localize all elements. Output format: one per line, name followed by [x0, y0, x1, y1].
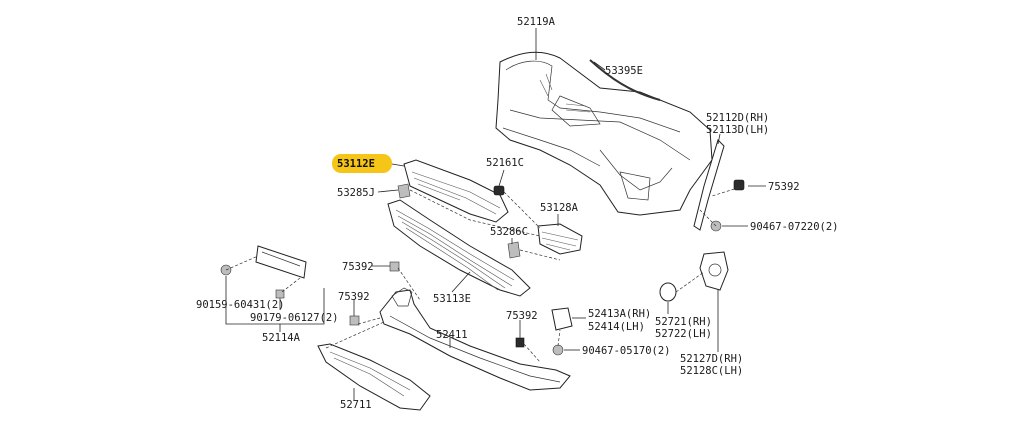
retainer-53286C[interactable]: [507, 241, 521, 259]
fog-bracket-52127D[interactable]: [699, 251, 729, 291]
retainer-53285J[interactable]: [397, 183, 411, 199]
label-52711: 52711: [340, 399, 372, 411]
label-53395E: 53395E: [605, 65, 643, 77]
label-90159: 90159-60431(2): [196, 299, 285, 311]
clip-75392-grille[interactable]: [389, 261, 400, 272]
label-52127D: 52127D(RH): [680, 353, 743, 365]
grille-insert[interactable]: [537, 223, 583, 255]
part-labels: 52119A 53395E 52112D(RH) 52113D(LH) 5311…: [196, 16, 839, 411]
label-53112E: 53112E: [337, 158, 375, 170]
highlight-marker: [332, 154, 392, 173]
label-52112D: 52112D(RH): [706, 112, 769, 124]
label-52114A: 52114A: [262, 332, 301, 344]
label-75392-right: 75392: [768, 181, 800, 193]
label-52413A: 52413A(RH): [588, 308, 651, 320]
bracket-52413A[interactable]: [551, 307, 573, 331]
label-90179: 90179-06127(2): [250, 312, 339, 324]
clip-52161C[interactable]: [493, 185, 505, 196]
lower-cover-52411[interactable]: [379, 287, 571, 391]
label-90467-05170: 90467-05170(2): [582, 345, 671, 357]
moulding-53395E[interactable]: [589, 59, 661, 101]
upper-grille[interactable]: [403, 159, 509, 223]
clip-75392-left[interactable]: [349, 315, 360, 326]
label-53128A: 53128A: [540, 202, 579, 214]
label-52128C: 52128C(LH): [680, 365, 743, 377]
label-52119A: 52119A: [517, 16, 556, 28]
lower-grille[interactable]: [387, 199, 531, 297]
clip-75392-center[interactable]: [515, 337, 525, 348]
label-52722: 52722(LH): [655, 328, 712, 340]
screw-90467-05170[interactable]: [552, 344, 564, 356]
label-53285J: 53285J: [337, 187, 375, 199]
fog-cover-52721[interactable]: [659, 282, 677, 302]
leader-lines: [225, 28, 766, 400]
label-52113D: 52113D(LH): [706, 124, 769, 136]
label-75392-left: 75392: [338, 291, 370, 303]
label-52721: 52721(RH): [655, 316, 712, 328]
bumper-cover[interactable]: [495, 51, 713, 216]
label-75392-center: 75392: [506, 310, 538, 322]
license-bracket[interactable]: [255, 245, 307, 279]
label-52414: 52414(LH): [588, 321, 645, 333]
label-75392-grille: 75392: [342, 261, 374, 273]
label-52161C: 52161C: [486, 157, 524, 169]
label-90467-07220: 90467-07220(2): [750, 221, 839, 233]
label-53286C: 53286C: [490, 226, 528, 238]
label-53113E: 53113E: [433, 293, 471, 305]
assembly-lines: [225, 185, 745, 363]
spoiler-52711[interactable]: [317, 343, 431, 411]
clip-75392-right[interactable]: [733, 179, 745, 191]
side-retainer[interactable]: [693, 139, 725, 231]
label-52411: 52411: [436, 329, 468, 341]
